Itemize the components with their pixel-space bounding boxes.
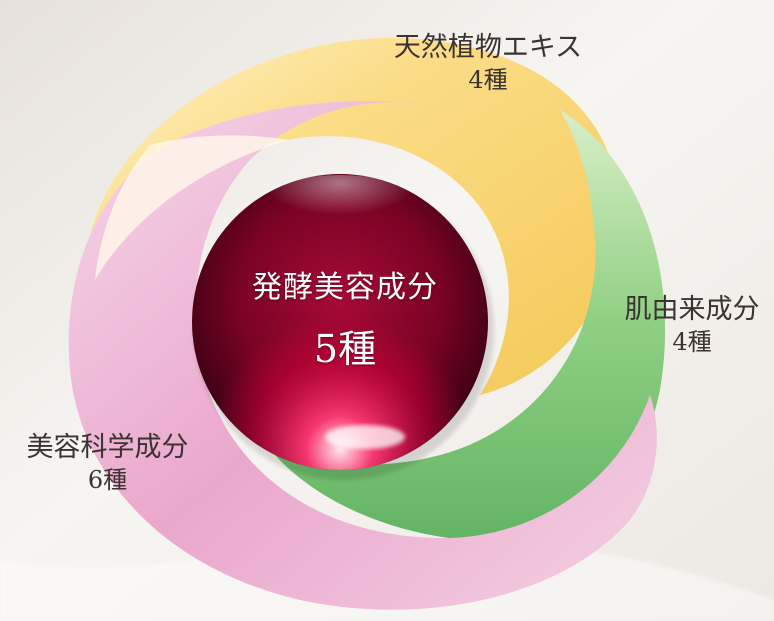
- center-sphere-glow: [192, 174, 488, 470]
- segment-sci-label: 美容科学成分 6種: [0, 430, 215, 496]
- segment-sci-count: 6種: [87, 466, 128, 495]
- segment-skin-title: 肌由来成分: [624, 294, 760, 325]
- segment-plant-title: 天然植物エキス: [393, 32, 583, 63]
- segment-sci-band: [68, 101, 657, 610]
- segment-skin-count: 4種: [672, 328, 712, 357]
- center-count: 5種: [313, 327, 377, 371]
- segment-plant-label: 天然植物エキス 4種: [378, 30, 598, 96]
- center-sphere-bottom-flare: [325, 425, 405, 449]
- center-title: 発酵美容成分: [252, 270, 438, 305]
- segment-sci-title: 美容科学成分: [26, 432, 189, 463]
- center-label: 発酵美容成分 5種: [210, 262, 480, 373]
- center-sphere-highlight: [245, 175, 435, 255]
- segment-plant-count: 4種: [468, 66, 508, 95]
- inner-highlight: [95, 135, 290, 280]
- segment-skin-label: 肌由来成分 4種: [607, 292, 774, 358]
- segment-skin-band: [275, 110, 666, 541]
